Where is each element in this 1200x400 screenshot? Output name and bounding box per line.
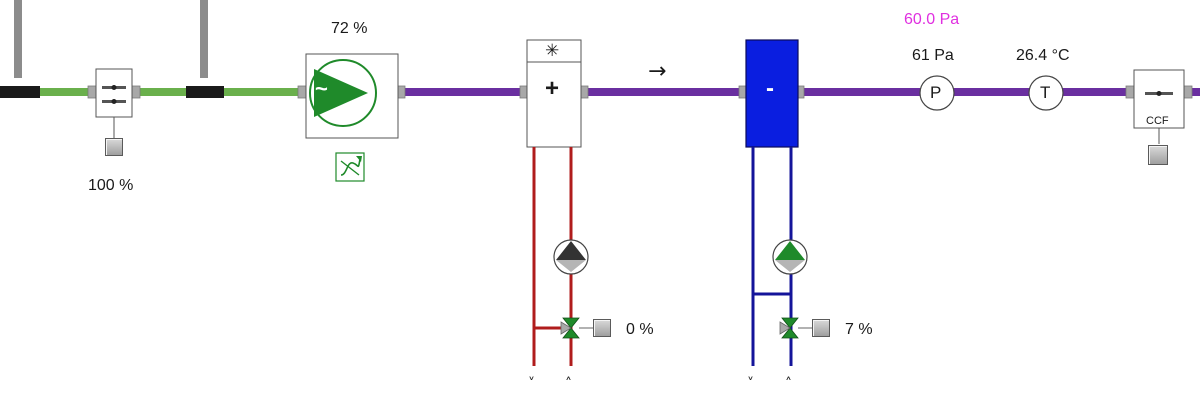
cooling-valve[interactable] (779, 317, 812, 339)
cooler-symbol: - (766, 75, 774, 102)
frost-protection-icon: ✳ (545, 41, 560, 61)
pressure-value: 61 Pa (912, 47, 954, 64)
duct-junction-right (186, 86, 224, 98)
cooling-supply-marker: ˄ (785, 376, 792, 392)
cooling-pump[interactable] (772, 239, 808, 275)
filter-label: CCF (1146, 115, 1169, 127)
heater-symbol: + (545, 75, 560, 102)
heating-valve-control-button[interactable] (593, 319, 611, 337)
heating-supply-marker: ˄ (565, 376, 572, 392)
vertical-duct-left (14, 0, 22, 78)
supply-duct-2 (580, 88, 746, 96)
heating-return-marker: ˅ (528, 376, 535, 392)
cooling-coil[interactable] (745, 39, 799, 148)
fan-icon (314, 69, 368, 117)
fan-speed-label: 72 % (331, 20, 368, 37)
pressure-sensor[interactable] (919, 75, 955, 111)
duct-junction-left (0, 86, 40, 98)
cooling-pump-icon (775, 241, 805, 260)
damper-position-label: 100 % (88, 177, 134, 194)
temperature-symbol: T (1040, 83, 1051, 102)
damper-control-button[interactable] (105, 138, 123, 156)
supply-duct-3 (798, 88, 1134, 96)
flow-direction-arrow: → (648, 59, 667, 84)
fan-control-icon[interactable] (335, 152, 365, 182)
cooling-return-marker: ˅ (747, 376, 754, 392)
filter-damper[interactable] (1133, 69, 1185, 144)
damper-icon (102, 85, 126, 104)
temperature-sensor[interactable] (1028, 75, 1064, 111)
temperature-value: 26.4 °C (1016, 47, 1070, 64)
pressure-symbol: P (930, 83, 942, 102)
cooling-valve-control-button[interactable] (812, 319, 830, 337)
damper[interactable] (95, 68, 133, 138)
cooling-valve-label: 7 % (845, 321, 873, 338)
filter-control-button[interactable] (1148, 145, 1168, 165)
heating-coil[interactable] (526, 39, 582, 148)
outdoor-air-duct-2 (224, 88, 306, 96)
supply-duct-1 (398, 88, 528, 96)
heating-valve-label: 0 % (626, 321, 654, 338)
heating-valve[interactable] (560, 317, 593, 339)
heating-pump[interactable] (553, 239, 589, 275)
heating-pump-icon (556, 241, 586, 260)
supply-fan[interactable] (305, 53, 399, 139)
pressure-setpoint[interactable]: 60.0 Pa (904, 11, 960, 28)
fan-symbol: ~ (315, 76, 328, 101)
vertical-duct-right (200, 0, 208, 78)
filter-damper-icon (1145, 91, 1173, 96)
